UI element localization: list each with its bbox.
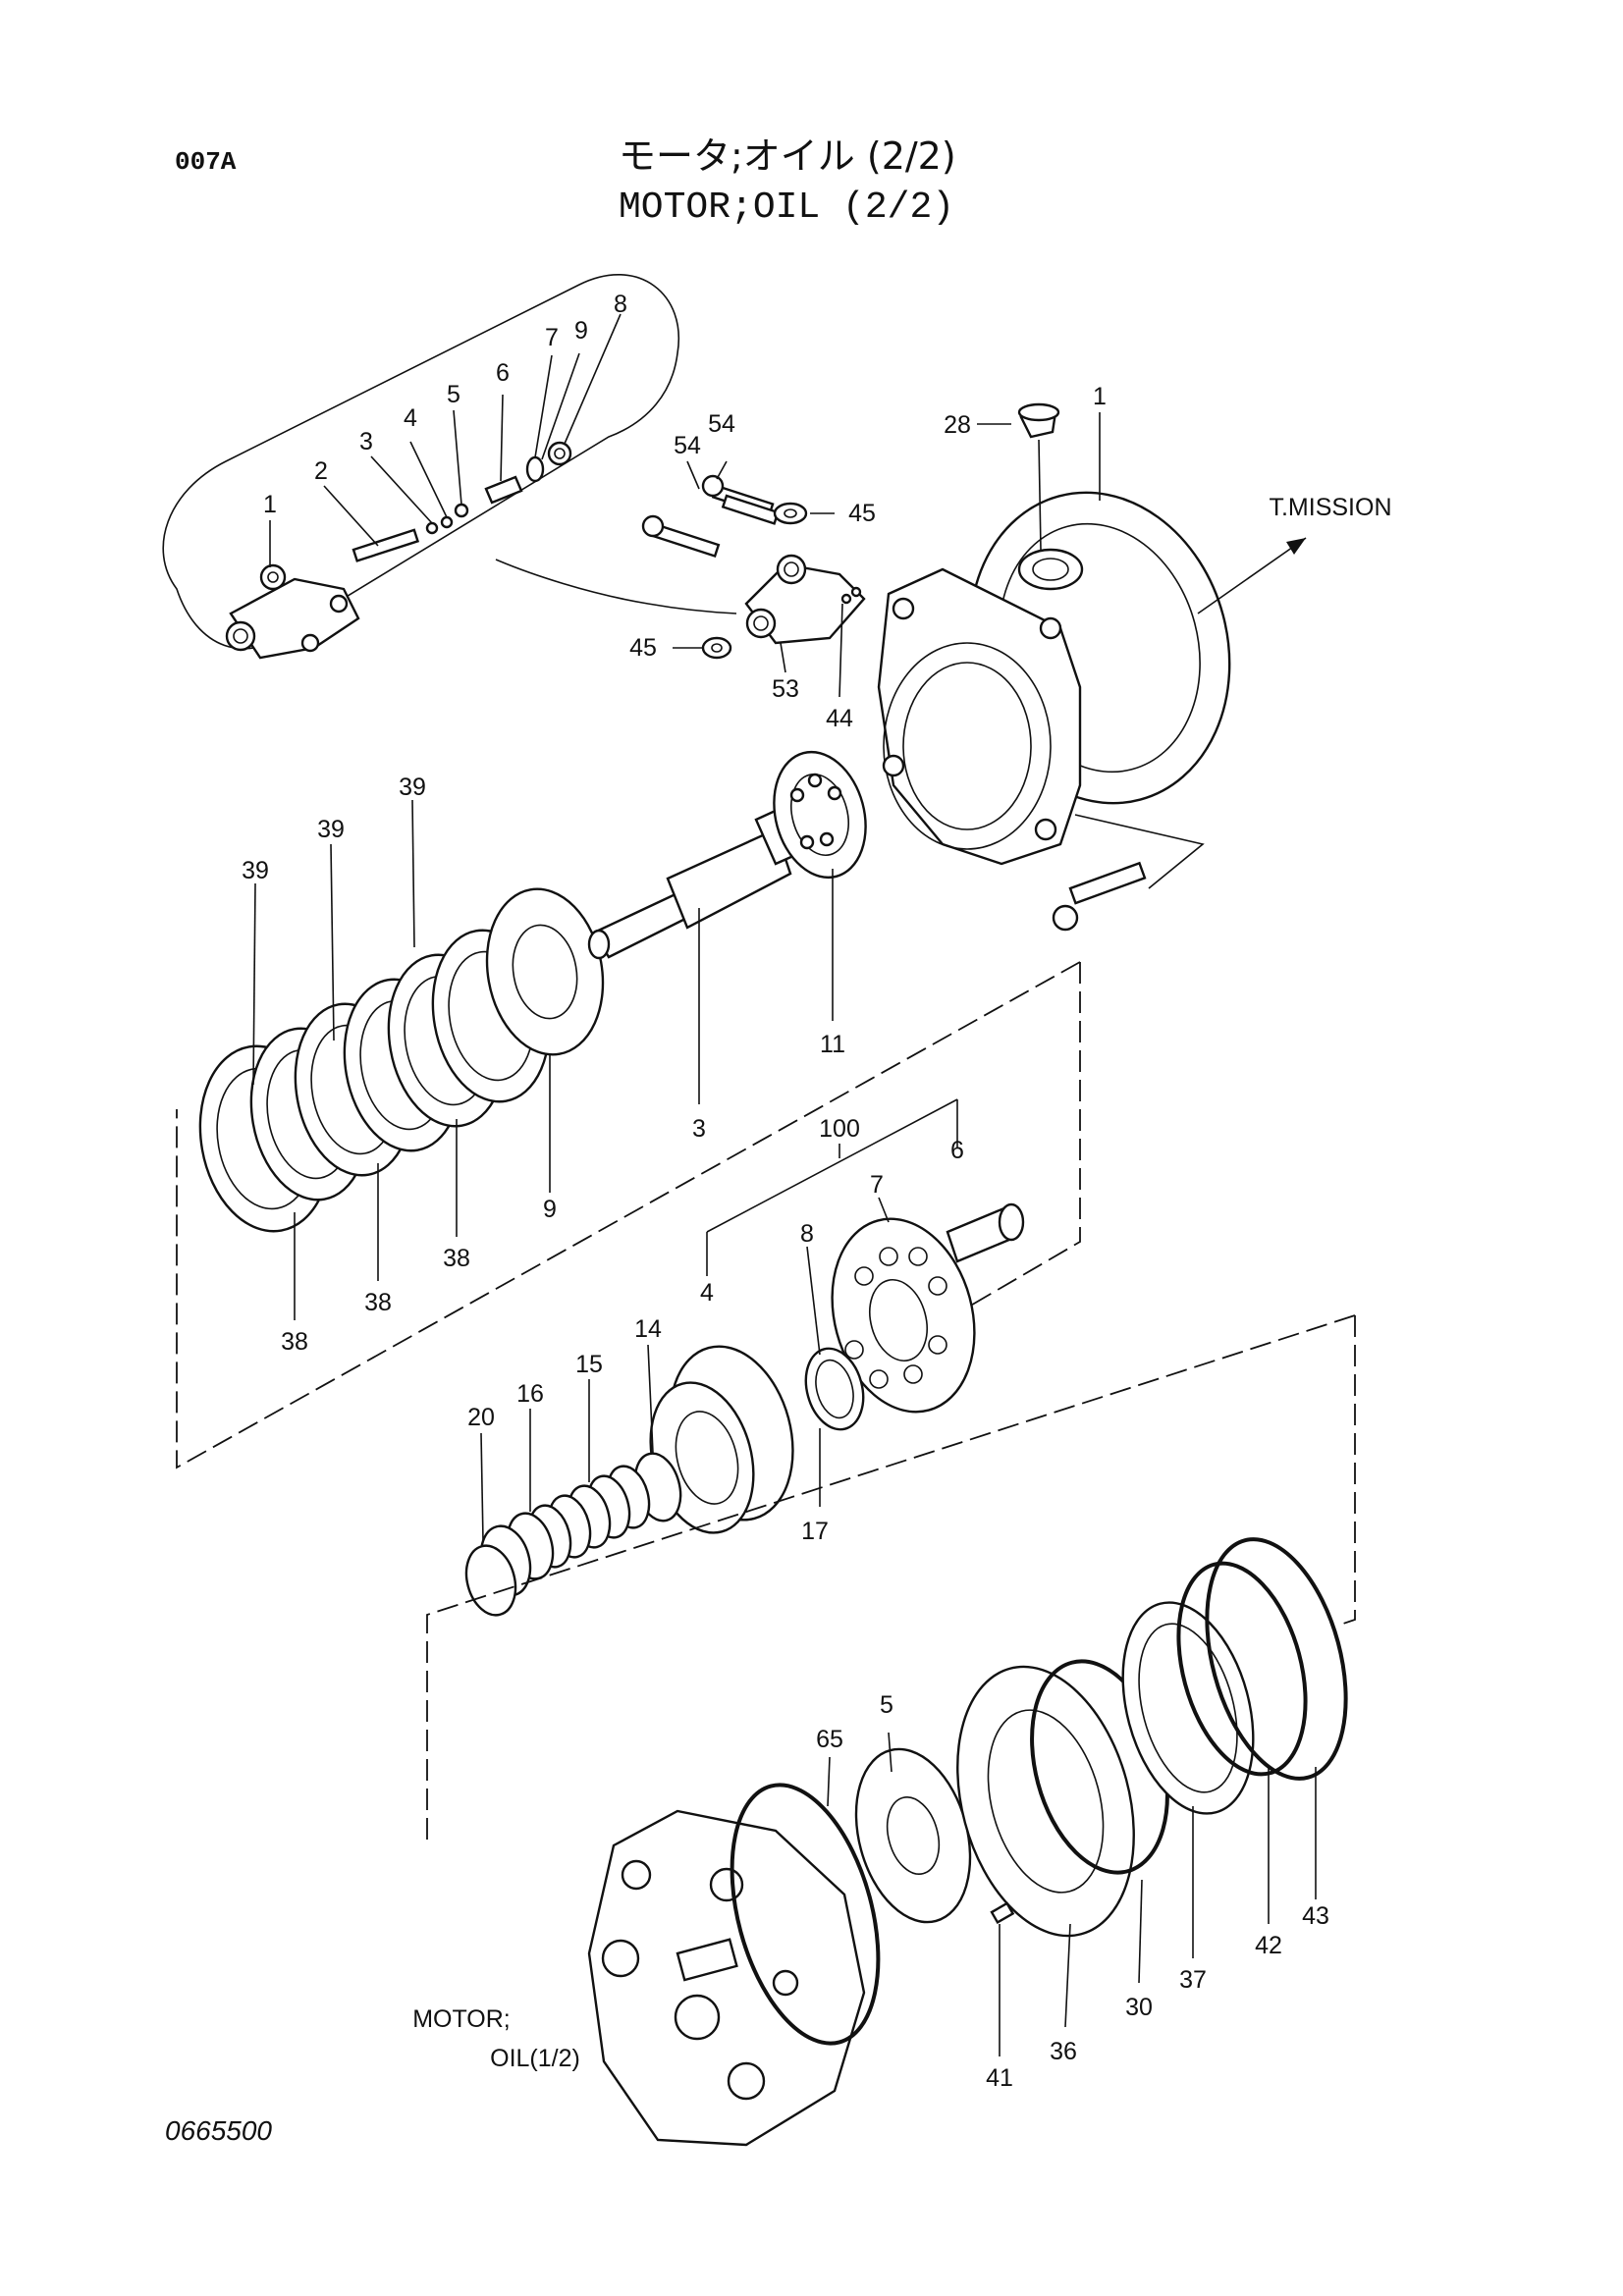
callout-label: 2	[314, 457, 328, 485]
callout-label: 38	[364, 1289, 392, 1316]
title-japanese: モータ;オイル (2/2)	[619, 134, 956, 178]
callout-label: 54	[708, 410, 735, 438]
callout-label: 8	[614, 291, 627, 318]
callout-label: 6	[496, 359, 510, 387]
callout-label: 5	[447, 381, 460, 408]
callout-label: 39	[242, 857, 269, 884]
callout-label: 9	[543, 1196, 557, 1223]
callout-label: 44	[826, 705, 853, 732]
transmission-label: T.MISSION	[1269, 494, 1391, 521]
callout-label: 3	[692, 1115, 706, 1143]
callout-label: 53	[772, 675, 799, 703]
housing-bolt	[1052, 861, 1147, 932]
callout-label: 14	[634, 1315, 662, 1343]
roller-bearing	[773, 750, 867, 880]
backup-ring	[1176, 1561, 1308, 1777]
callout-label: 20	[467, 1404, 495, 1431]
callout-label: 1	[263, 491, 277, 518]
callout-label: 41	[986, 2064, 1013, 2092]
callout-label: 45	[629, 634, 657, 662]
seal-ring	[1121, 1601, 1255, 1815]
motor-reference-line1: MOTOR;	[412, 2005, 511, 2033]
callout-label: 100	[819, 1115, 860, 1143]
callout-label: 37	[1179, 1966, 1207, 1994]
callout-label: 7	[545, 324, 559, 351]
inset-valve-body	[225, 441, 572, 660]
callout-label: 28	[944, 411, 971, 439]
callout-label: 43	[1302, 1902, 1329, 1930]
callout-label: 30	[1125, 1994, 1153, 2021]
callout-label: 42	[1255, 1932, 1282, 1959]
callout-label: 7	[870, 1171, 884, 1199]
callout-label: 4	[404, 404, 417, 432]
title-english: MOTOR;OIL (2/2)	[619, 187, 955, 229]
retaining-ring	[804, 1347, 865, 1431]
page-code: 007A	[175, 147, 237, 177]
callout-label: 3	[359, 428, 373, 455]
outer-oring	[1205, 1537, 1348, 1781]
callout-label: 36	[1050, 2038, 1077, 2065]
callout-label: 1	[1093, 383, 1107, 410]
callout-label: 8	[800, 1220, 814, 1248]
spring-rings	[464, 1452, 682, 1617]
callout-label: 38	[281, 1328, 308, 1356]
thrust-washer	[485, 887, 605, 1056]
callout-label: 17	[801, 1518, 829, 1545]
motor-housing	[877, 402, 1231, 866]
spring-pin	[946, 1202, 1025, 1263]
callout-label: 11	[820, 1031, 845, 1058]
callout-label: 39	[317, 816, 345, 843]
callout-label: 54	[674, 432, 701, 459]
callout-label: 16	[516, 1380, 544, 1408]
guide-pin	[990, 1901, 1015, 1925]
callout-label: 6	[950, 1137, 964, 1164]
callout-label: 38	[443, 1245, 470, 1272]
motor-oring	[730, 1783, 881, 2046]
callout-label: 65	[816, 1726, 843, 1753]
callout-label: 4	[700, 1279, 714, 1307]
drawing-number: 0665500	[165, 2115, 273, 2146]
callout-label: 39	[399, 774, 426, 801]
callout-label: 9	[574, 317, 588, 345]
valve-assembly	[641, 474, 866, 660]
inset-outline	[162, 274, 737, 650]
callout-label: 15	[575, 1351, 603, 1378]
callout-label: 45	[848, 500, 876, 527]
cylinder-plate	[831, 1217, 976, 1414]
motor-body	[587, 1809, 866, 2147]
motor-reference-line2: OIL(1/2)	[490, 2045, 580, 2072]
inset-leaders	[269, 313, 622, 567]
callout-label: 5	[880, 1691, 893, 1719]
